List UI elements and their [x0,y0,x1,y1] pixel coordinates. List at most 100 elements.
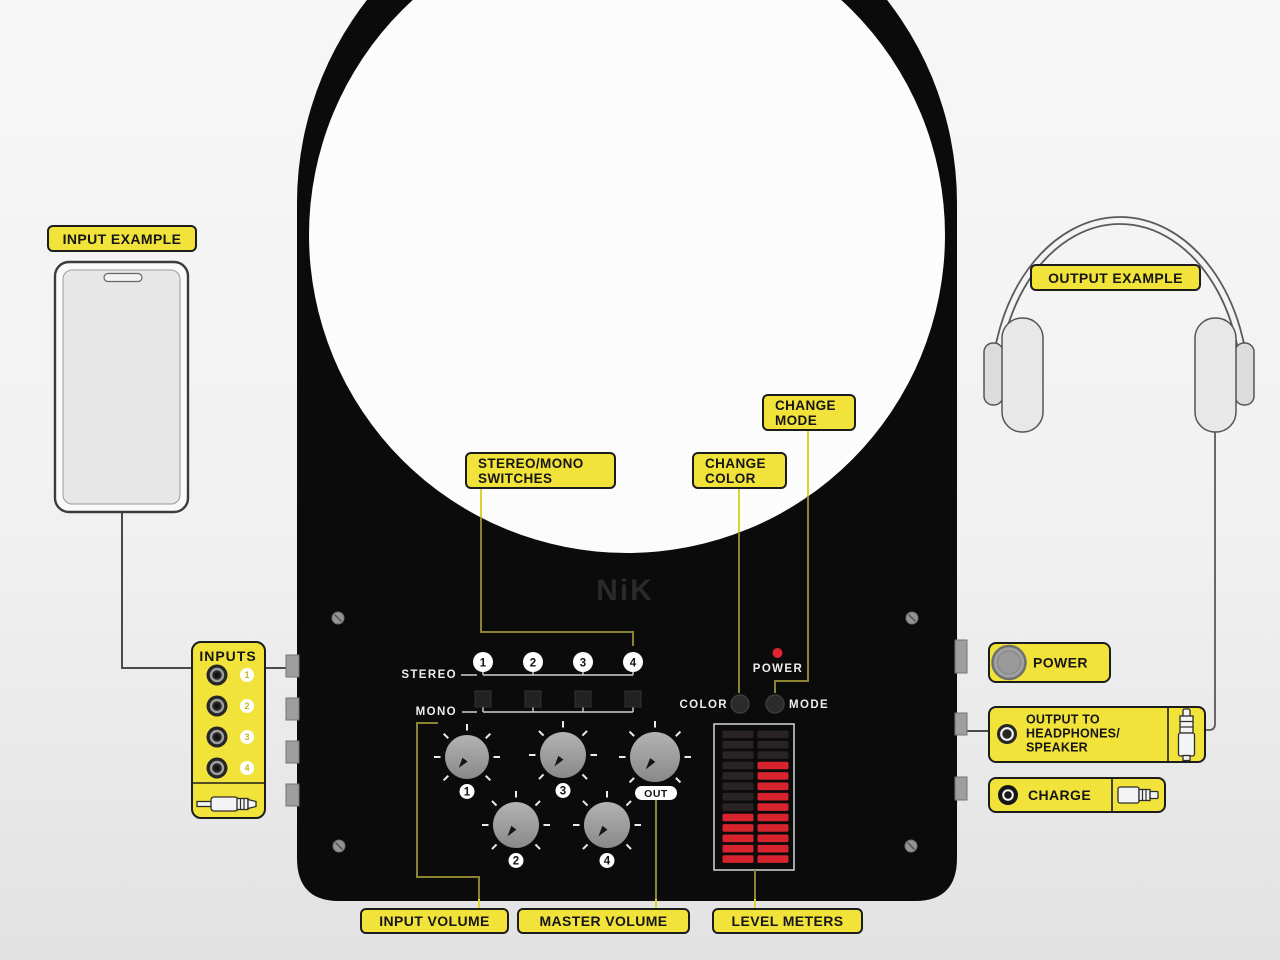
level-meters-text: LEVEL METERS [731,913,844,929]
input-port-4 [285,783,300,807]
phone-illustration [53,260,190,514]
level-meter-segments [722,730,789,863]
color-button-label: COLOR [679,699,728,711]
headband-inner [997,223,1243,393]
level-meters-label: LEVEL METERS [712,908,863,934]
change-color-line2: COLOR [705,470,756,486]
meter-seg-left-2 [722,740,754,749]
power-switch-tab [954,639,968,674]
input-port-3 [285,740,300,764]
screw [331,611,345,625]
input-port-1 [285,654,300,678]
meter-seg-left-6 [722,782,754,791]
power-box-label: POWER [1033,655,1088,671]
meter-seg-right-9 [757,813,789,822]
output-callout-box: OUTPUT TO HEADPHONES/ SPEAKER [988,706,1206,763]
meter-seg-right-13 [757,855,789,863]
charge-port-icon [998,785,1018,805]
meter-seg-right-4 [757,761,789,770]
stereo-mono-callout-line-dark [480,517,634,646]
stereo-switch-3 [573,652,593,672]
switch-row-brackets [461,674,633,713]
svg-text:1: 1 [244,670,249,680]
power-callout-box: POWER [988,642,1111,683]
meter-seg-left-10 [722,824,754,832]
master-volume-text: MASTER VOLUME [539,913,668,929]
left-earcup-pad [1001,317,1044,433]
svg-text:OUT: OUT [644,788,668,800]
knob-1: 1 [434,724,500,799]
mono-switch-2 [524,690,542,708]
side-port-tabs [285,639,968,807]
knob-4: 4 [573,791,641,868]
change-color-label: CHANGE COLOR [692,452,787,489]
mono-switch-3 [574,690,592,708]
meter-seg-right-7 [757,792,789,801]
headphone-plug-icon [1177,708,1196,762]
input-volume-label: INPUT VOLUME [360,908,509,934]
screw [905,611,919,625]
mono-switch-1 [474,690,492,708]
output-example-text: OUTPUT EXAMPLE [1048,269,1183,286]
input-example-text: INPUT EXAMPLE [62,230,182,247]
right-earcup-pad [1194,317,1237,433]
headphones-illustration [983,216,1255,731]
change-mode-label: CHANGE MODE [762,394,856,431]
charge-callout-box: CHARGE [988,777,1166,813]
svg-text:4: 4 [630,658,637,670]
meter-seg-left-5 [722,772,754,780]
input-volume-callout-line [416,722,480,899]
stereo-mono-line2: SWITCHES [478,470,553,486]
meter-seg-right-12 [757,844,789,853]
meter-seg-right-5 [757,772,789,780]
knob-3: 3 [529,721,597,798]
output-box-line1: OUTPUT TO [1026,713,1100,727]
svg-text:4: 4 [244,763,249,773]
screw [904,839,918,853]
change-mode-callout-line-dark [774,496,809,693]
meter-seg-left-11 [722,834,754,843]
knob-2: 2 [482,791,550,868]
meter-seg-right-11 [757,834,789,843]
svg-text:2: 2 [530,658,536,670]
svg-text:1: 1 [464,787,471,799]
meter-seg-left-9 [722,813,754,822]
input-example-label: INPUT EXAMPLE [47,225,197,252]
meter-seg-left-1 [722,730,754,739]
stereo-switch-2 [523,652,543,672]
stereo-switch-1 [473,652,493,672]
power-led [772,648,783,658]
charge-plug-icon [1117,786,1159,804]
output-jack-icon [997,724,1017,744]
change-mode-line2: MODE [775,412,818,428]
output-example-label: OUTPUT EXAMPLE [1030,264,1201,291]
input-volume-text: INPUT VOLUME [379,913,490,929]
meter-seg-right-2 [757,740,789,749]
meter-seg-left-4 [722,761,754,770]
stereo-switch-4 [623,652,643,672]
meter-seg-left-3 [722,751,754,759]
output-box-line3: SPEAKER [1026,741,1088,755]
stereo-mono-switches-label: STEREO/MONO SWITCHES [465,452,616,489]
brand-logo: NiK [596,574,654,607]
svg-text:2: 2 [513,856,519,868]
color-button [730,694,750,714]
master-volume-label: MASTER VOLUME [517,908,690,934]
aux-plug-icon [196,796,257,812]
mono-row-label: MONO [416,706,457,718]
meter-seg-left-13 [722,855,754,863]
stereo-mono-line1: STEREO/MONO [478,455,584,471]
svg-text:3: 3 [580,658,586,670]
phone-speaker [103,272,143,283]
output-jack-tab [954,712,968,736]
meter-seg-left-8 [722,803,754,811]
left-earcup-shell [983,342,1004,406]
phone-screen [62,269,181,505]
inputs-panel-title: INPUTS [199,648,256,664]
